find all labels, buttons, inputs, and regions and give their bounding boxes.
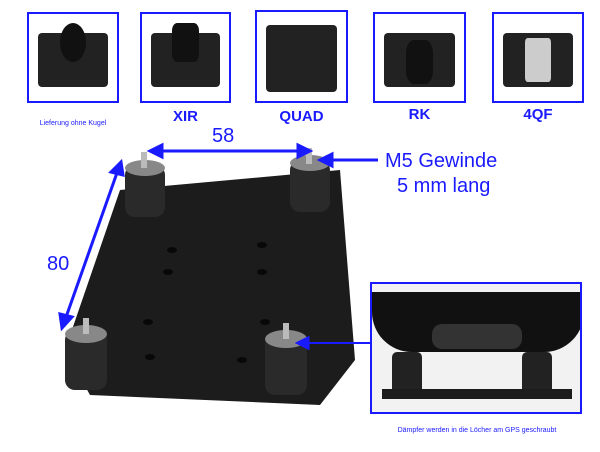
- thread-note-line1: M5 Gewinde: [385, 150, 498, 172]
- thread-note-line2: 5 mm lang: [397, 175, 491, 197]
- thumbnail-ball-mount: [27, 12, 119, 103]
- plate-holes: [143, 242, 270, 363]
- caption-xir: XIR: [172, 108, 198, 125]
- thumbnail-quad: [255, 10, 348, 103]
- gps-detail-photo: [370, 282, 582, 414]
- caption-no-ball: Lieferung ohne Kugel: [39, 120, 107, 127]
- caption-4qf: 4QF: [523, 106, 553, 123]
- caption-quad: QUAD: [279, 108, 324, 125]
- thumbnail-xir: [140, 12, 231, 103]
- thumbnail-4qf: [492, 12, 584, 103]
- thumbnail-rk: [373, 12, 466, 103]
- width-dimension: 58: [212, 125, 235, 147]
- caption-rk: RK: [408, 106, 431, 123]
- height-dimension: 80: [47, 253, 70, 275]
- inset-caption: Dämpfer werden in die Löcher am GPS gesc…: [397, 427, 557, 434]
